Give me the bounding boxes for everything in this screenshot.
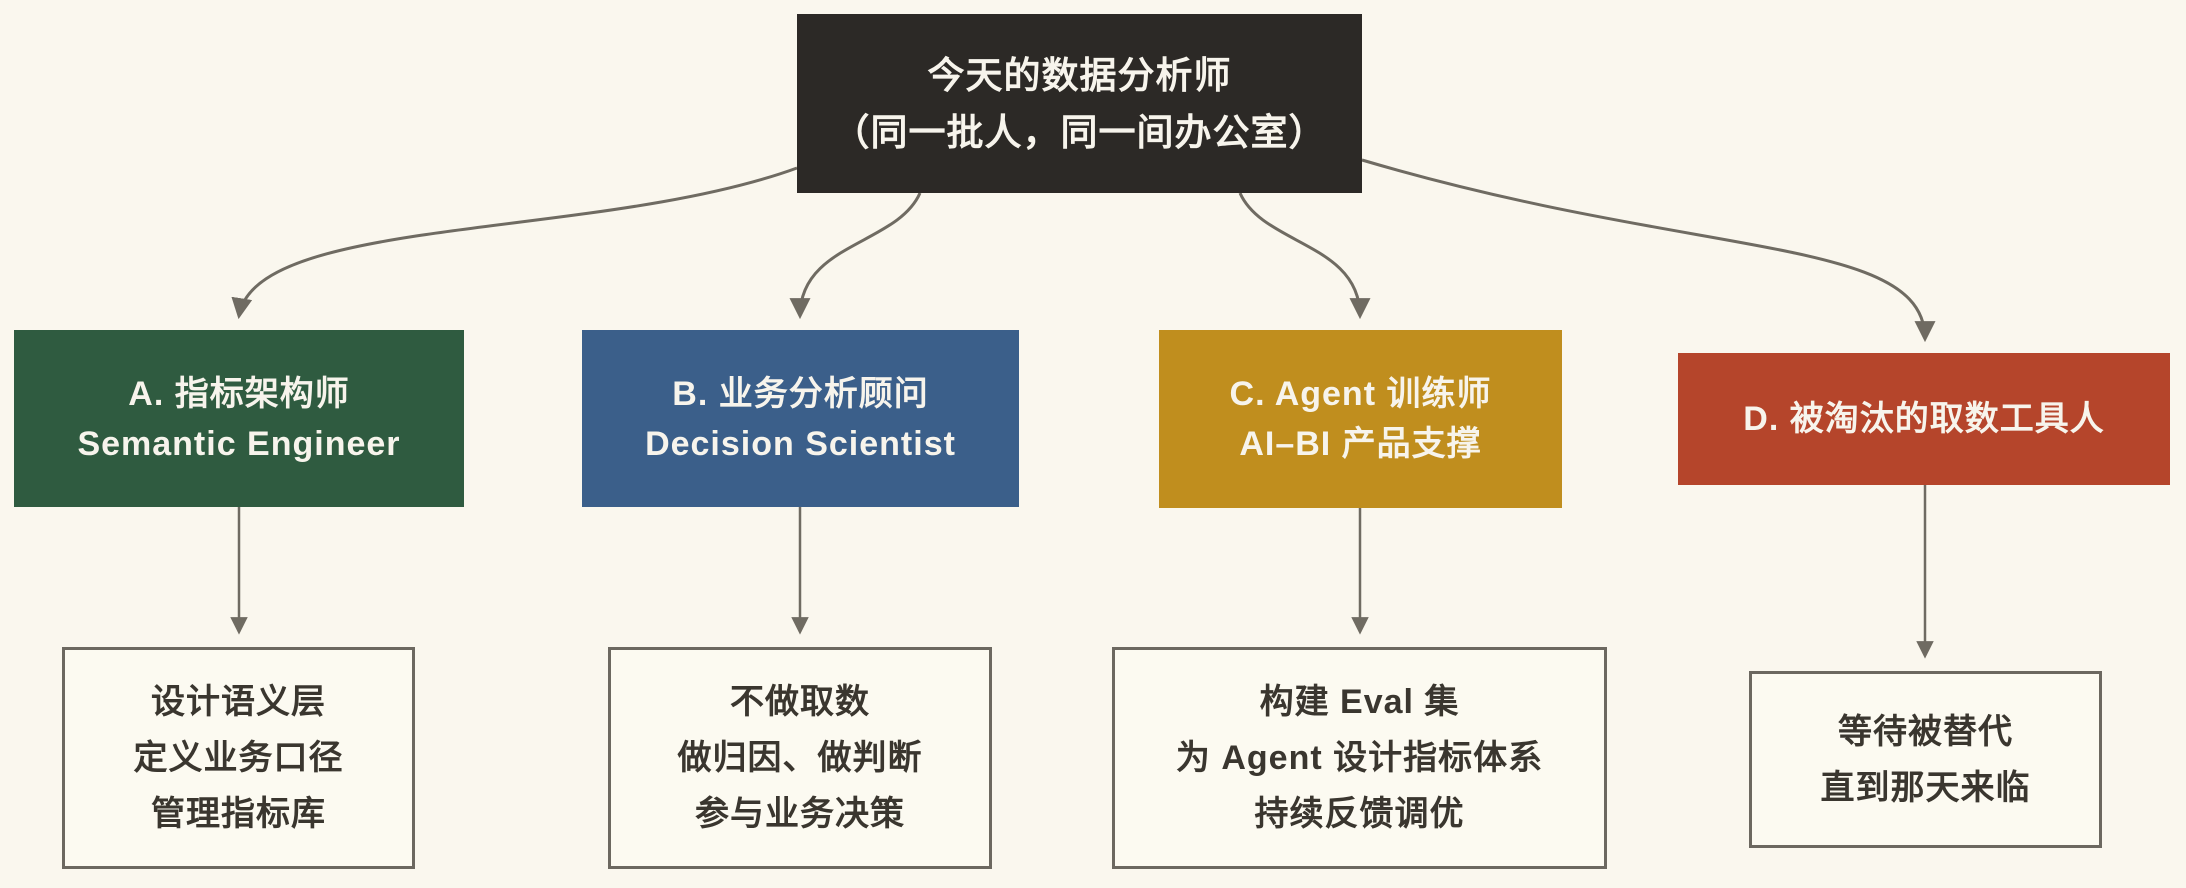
role-a-title-cn: A. 指标架构师	[128, 374, 350, 413]
detail-b-line1: 不做取数	[730, 683, 870, 721]
node-role-a: A. 指标架构师 Semantic Engineer	[14, 330, 464, 507]
detail-d-line2: 直到那天来临	[1820, 768, 2031, 807]
role-d-title: D. 被淘汰的取数工具人	[1743, 400, 2105, 438]
role-c-title-line1: C. Agent 训练师	[1229, 375, 1492, 413]
detail-c-line3: 持续反馈调优	[1254, 795, 1465, 833]
detail-a-line1: 设计语义层	[151, 683, 326, 721]
detail-box-b: 不做取数 做归因、做判断 参与业务决策	[608, 647, 992, 869]
detail-c-line2: 为 Agent 设计指标体系	[1175, 739, 1544, 777]
node-role-d: D. 被淘汰的取数工具人	[1678, 353, 2170, 485]
role-b-title-en: Decision Scientist	[645, 424, 956, 463]
detail-box-c: 构建 Eval 集 为 Agent 设计指标体系 持续反馈调优	[1112, 647, 1607, 869]
edge-root-to-role-a	[231, 166, 798, 320]
detail-box-d: 等待被替代 直到那天来临	[1749, 671, 2102, 848]
detail-box-a: 设计语义层 定义业务口径 管理指标库	[62, 647, 415, 869]
root-title-line2: （同一批人，同一间办公室）	[832, 111, 1327, 153]
edge-root-to-role-b	[789, 192, 922, 320]
detail-b-line2: 做归因、做判断	[677, 739, 923, 777]
role-c-title-line2: AI–BI 产品支撑	[1239, 425, 1482, 463]
edge-root-to-role-c	[1238, 192, 1371, 320]
role-a-title-en: Semantic Engineer	[77, 424, 401, 463]
node-role-c: C. Agent 训练师 AI–BI 产品支撑	[1159, 330, 1562, 508]
detail-b-line3: 参与业务决策	[695, 795, 905, 833]
detail-a-line3: 管理指标库	[151, 795, 326, 833]
detail-a-line2: 定义业务口径	[133, 739, 344, 777]
detail-c-line1: 构建 Eval 集	[1259, 683, 1460, 721]
root-title-line1: 今天的数据分析师	[927, 54, 1232, 96]
detail-d-line1: 等待被替代	[1838, 712, 2013, 751]
role-b-title-cn: B. 业务分析顾问	[672, 374, 929, 413]
node-role-b: B. 业务分析顾问 Decision Scientist	[582, 330, 1019, 507]
node-root: 今天的数据分析师 （同一批人，同一间办公室）	[797, 14, 1362, 193]
edge-root-to-role-d	[1361, 158, 1936, 343]
